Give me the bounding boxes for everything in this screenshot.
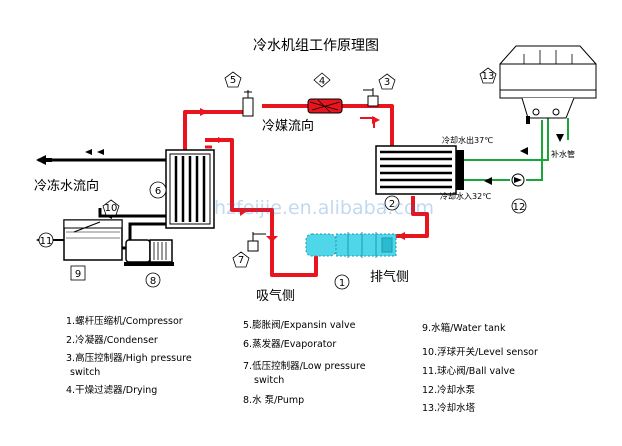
legend-item-12: 12.冷却水泵 [422,384,476,396]
chilled-water-pump [124,239,174,266]
cooling-water-out-label: 冷却水出37℃ [442,135,493,145]
legend-item-1: 1.螺杆压缩机/Compressor [66,315,183,327]
legend-item-10: 10.浮球开关/Level sensor [422,346,538,358]
marker-3 [378,73,396,90]
chilled-water-flow-label: 冷冻水流向 [34,178,99,194]
compressor [305,232,397,258]
cooling-water-arrows [484,134,564,185]
condenser [375,145,464,195]
marker-4 [313,72,331,88]
legend-col-3: 9.水箱/Water tank 10.浮球开关/Level sensor 11.… [422,322,538,414]
watermark: hzfeijie.en.alibaba.com [214,197,434,219]
marker-11 [38,232,54,248]
legend-item-3: 3.高压控制器/High pressure [66,352,192,364]
diagram-title: 冷水机组工作原理图 [253,38,379,54]
legend-item-11: 11.球心阀/Ball valve [422,365,515,377]
marker-10 [102,199,120,216]
legend-col-1: 1.螺杆压缩机/Compressor 2.冷凝器/Condenser 3.高压控… [66,315,192,396]
svg-text:6: 6 [155,186,161,197]
svg-text:5: 5 [230,75,236,86]
cooling-water-in-label: 冷却水入32℃ [440,191,491,201]
discharge-side-label: 排气侧 [370,269,409,285]
svg-text:3: 3 [384,77,390,88]
marker-13 [479,67,497,84]
legend: 1.螺杆压缩机/Compressor 2.冷凝器/Condenser 3.高压控… [66,315,538,414]
marker-7 [232,251,250,268]
callout-markers [38,67,527,290]
marker-8 [145,272,161,288]
legend-item-2: 2.冷凝器/Condenser [66,334,158,346]
marker-2 [384,195,400,211]
svg-text:8: 8 [150,276,156,287]
cooling-water-circuit [464,114,569,181]
marker-6 [149,181,167,199]
low-pressure-switch [247,232,266,252]
filter-drier [307,98,343,114]
legend-item-5: 5.膨胀阀/Expansin valve [243,319,356,331]
svg-text:12: 12 [513,202,526,213]
cooling-water-pump [511,173,525,187]
suction-side-label: 吸气侧 [256,288,295,304]
refrigerant-circuit [183,104,429,277]
legend-item-3-cont: switch [70,367,100,378]
svg-text:11: 11 [40,236,53,247]
svg-text:13: 13 [482,71,495,82]
callout-numbers: 1 2 3 4 5 6 7 8 9 10 11 12 13 [40,71,526,289]
svg-text:4: 4 [319,76,325,87]
refrigerant-flow-label: 冷媒流向 [262,118,314,134]
legend-item-7: 7.低压控制器/Low pressure [243,360,366,372]
cooling-tower [499,45,597,124]
svg-text:2: 2 [389,199,395,210]
legend-item-13: 13.冷却水塔 [422,402,476,414]
svg-text:10: 10 [105,203,118,214]
legend-item-6: 6.蒸发器/Evaporator [243,338,336,350]
marker-5 [224,71,242,88]
legend-item-8: 8.水 泵/Pump [243,394,304,406]
marker-1 [334,274,350,290]
legend-item-7-cont: switch [254,375,284,386]
high-pressure-switch [363,88,379,107]
makeup-water-label: 补水管 [551,149,575,159]
water-tank [63,219,123,261]
svg-text:7: 7 [238,255,244,266]
marker-9 [70,265,86,281]
legend-col-2: 5.膨胀阀/Expansin valve 6.蒸发器/Evaporator 7.… [243,319,366,406]
svg-text:9: 9 [75,269,81,280]
chilled-water-lines [38,158,166,240]
svg-text:1: 1 [339,278,345,289]
evaporator [165,149,215,229]
legend-item-4: 4.干燥过滤器/Drying [66,384,157,396]
legend-item-9: 9.水箱/Water tank [422,322,506,334]
expansion-valve [242,90,254,117]
marker-12 [511,198,527,214]
